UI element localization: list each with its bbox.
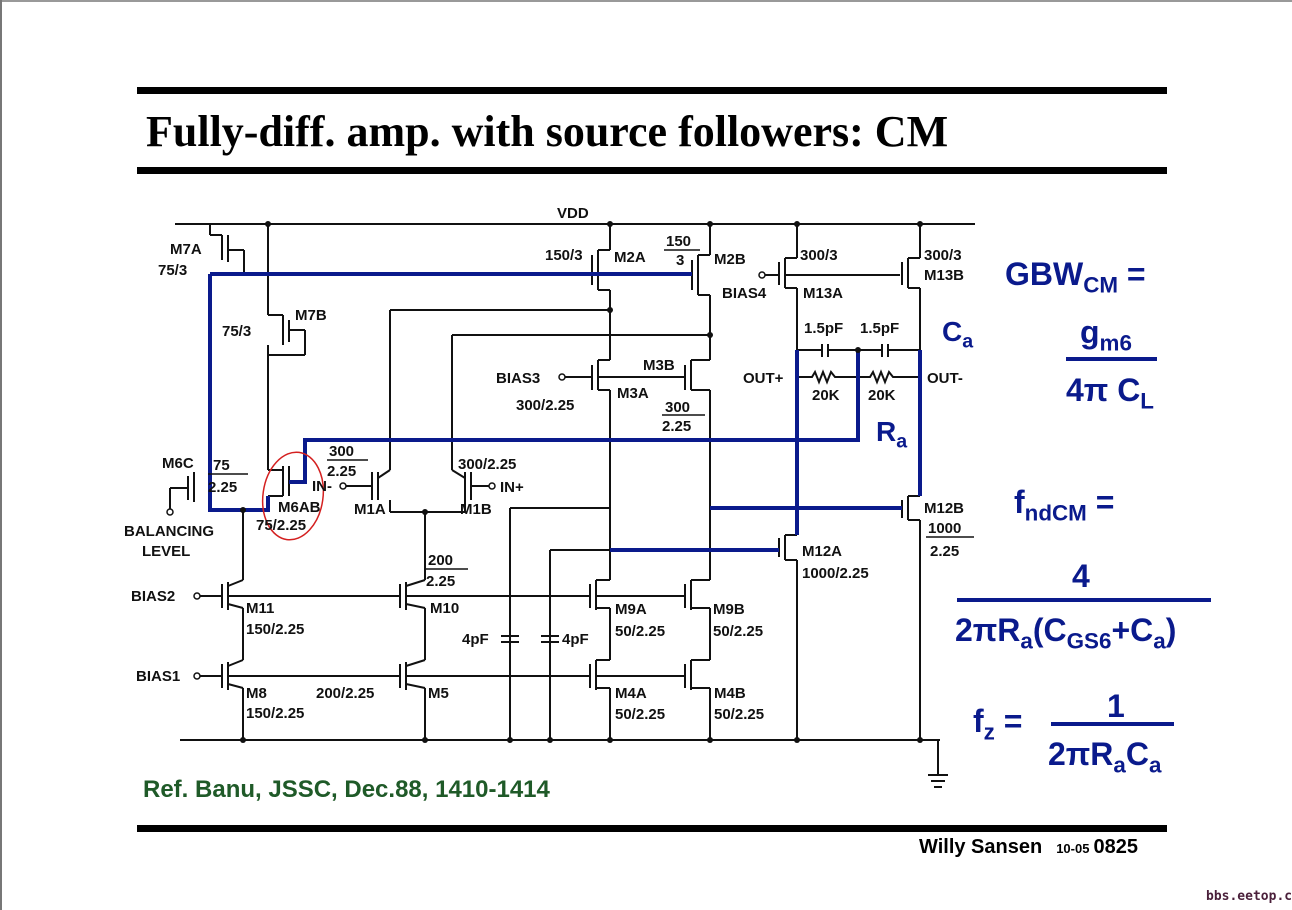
ra-annotation: Ra xyxy=(876,416,908,453)
watermark: bbs.eetop.cn xyxy=(1206,889,1292,904)
m13a-label: M13A xyxy=(803,285,843,302)
m12b-size-num: 1000 xyxy=(928,520,961,537)
m10-label: M10 xyxy=(430,600,459,617)
bias2-label: BIAS2 xyxy=(131,588,175,605)
m2b-label: M2B xyxy=(714,251,746,268)
gbw-denominator: 4π CL xyxy=(1066,372,1154,414)
m7b-size: 75/3 xyxy=(222,323,251,340)
ca-annotation: Ca xyxy=(942,316,974,353)
m3a-label: M3A xyxy=(617,385,649,402)
black-wires xyxy=(169,223,975,788)
out-plus-label: OUT+ xyxy=(743,370,784,387)
vdd-label: VDD xyxy=(557,205,589,222)
in-plus-label: IN+ xyxy=(500,479,524,496)
m1a-size-den: 2.25 xyxy=(327,463,356,480)
fndcm-lhs: fndCM = xyxy=(1014,484,1115,526)
m3b-label: M3B xyxy=(643,357,675,374)
m11-label: M11 xyxy=(246,600,274,617)
m5-size: 200/2.25 xyxy=(316,685,374,702)
cap4b-label: 4pF xyxy=(562,631,589,648)
balancing-label: BALANCING xyxy=(124,523,214,540)
fndcm-denominator: 2πRa(CGS6+Ca) xyxy=(955,612,1177,654)
m12b-size-den: 2.25 xyxy=(930,543,959,560)
junction-dots xyxy=(240,221,923,743)
balancing-level-label: LEVEL xyxy=(142,543,190,560)
gbw-numerator: gm6 xyxy=(1080,314,1132,356)
res2-label: 20K xyxy=(868,387,896,404)
m3b-size-den: 2.25 xyxy=(662,418,691,435)
m12a-size: 1000/2.25 xyxy=(802,565,869,582)
fndcm-numerator: 4 xyxy=(1072,558,1090,594)
m8-size: 150/2.25 xyxy=(246,705,304,722)
m10-size-den: 2.25 xyxy=(426,573,455,590)
m9a-label: M9A xyxy=(615,601,647,618)
m7a-size: 75/3 xyxy=(158,262,187,279)
bias4-label: BIAS4 xyxy=(722,285,767,302)
res1-label: 20K xyxy=(812,387,840,404)
fz-denominator: 2πRaCa xyxy=(1048,736,1162,778)
slide-code: 10-05 xyxy=(1056,841,1090,856)
gbw-lhs: GBWCM = xyxy=(1005,256,1146,298)
m6c-size-den: 2.25 xyxy=(208,479,237,496)
m6c-label: M6C xyxy=(162,455,194,472)
cap2-label: 1.5pF xyxy=(860,320,899,337)
m10-size-num: 200 xyxy=(428,552,453,569)
m6ab-label: M6AB xyxy=(278,499,321,516)
gbw-fraction-bar xyxy=(1066,357,1157,361)
m13b-size: 300/3 xyxy=(924,247,962,264)
window-border-top xyxy=(0,0,1292,2)
fz-fraction-bar xyxy=(1051,722,1174,726)
m9b-size: 50/2.25 xyxy=(713,623,763,640)
m6c-size-num: 75 xyxy=(213,457,230,474)
m7b-label: M7B xyxy=(295,307,327,324)
slide-number: 0825 xyxy=(1093,836,1138,858)
footer-rule xyxy=(137,825,1167,832)
m4b-label: M4B xyxy=(714,685,746,702)
window-border-left xyxy=(0,0,2,910)
fndcm-fraction-bar xyxy=(957,598,1211,602)
m1a-label: M1A xyxy=(354,501,386,518)
annotation-circle-m6ab xyxy=(261,451,325,541)
m6ab-size: 75/2.25 xyxy=(256,517,306,534)
m12b-label: M12B xyxy=(924,500,964,517)
m2b-size-den: 3 xyxy=(676,252,684,269)
terminal-circles xyxy=(166,271,766,680)
title-rule-top xyxy=(137,87,1167,94)
m2a-label: M2A xyxy=(614,249,646,266)
bias3-label: BIAS3 xyxy=(496,370,540,387)
m1b-label: M1B xyxy=(460,501,492,518)
m1a-size-num: 300 xyxy=(329,443,354,460)
m9b-label: M9B xyxy=(713,601,745,618)
m11-size: 150/2.25 xyxy=(246,621,304,638)
cap4a-label: 4pF xyxy=(462,631,489,648)
m1b-size: 300/2.25 xyxy=(458,456,516,473)
m8-label: M8 xyxy=(246,685,267,702)
m13a-size: 300/3 xyxy=(800,247,838,264)
m3b-size-num: 300 xyxy=(665,399,690,416)
m4b-size: 50/2.25 xyxy=(714,706,764,723)
highlighted-cm-feedback-wires xyxy=(208,272,922,552)
m13b-label: M13B xyxy=(924,267,964,284)
m2a-size: 150/3 xyxy=(545,247,583,264)
fz-lhs: fz = xyxy=(973,703,1023,745)
m2b-size-num: 150 xyxy=(666,233,691,250)
m3a-size: 300/2.25 xyxy=(516,397,574,414)
out-minus-label: OUT- xyxy=(927,370,963,387)
slide-title: Fully-diff. amp. with source followers: … xyxy=(146,107,949,156)
bias1-label: BIAS1 xyxy=(136,668,180,685)
m4a-size: 50/2.25 xyxy=(615,706,665,723)
in-minus-label: IN- xyxy=(312,478,332,495)
title-rule-bottom xyxy=(137,167,1167,174)
m4a-label: M4A xyxy=(615,685,647,702)
m12a-label: M12A xyxy=(802,543,842,560)
fz-numerator: 1 xyxy=(1107,688,1125,724)
reference-citation: Ref. Banu, JSSC, Dec.88, 1410-1414 xyxy=(143,776,550,803)
m5-label: M5 xyxy=(428,685,449,702)
m9a-size: 50/2.25 xyxy=(615,623,665,640)
cap1-label: 1.5pF xyxy=(804,320,843,337)
m7a-label: M7A xyxy=(170,241,202,258)
